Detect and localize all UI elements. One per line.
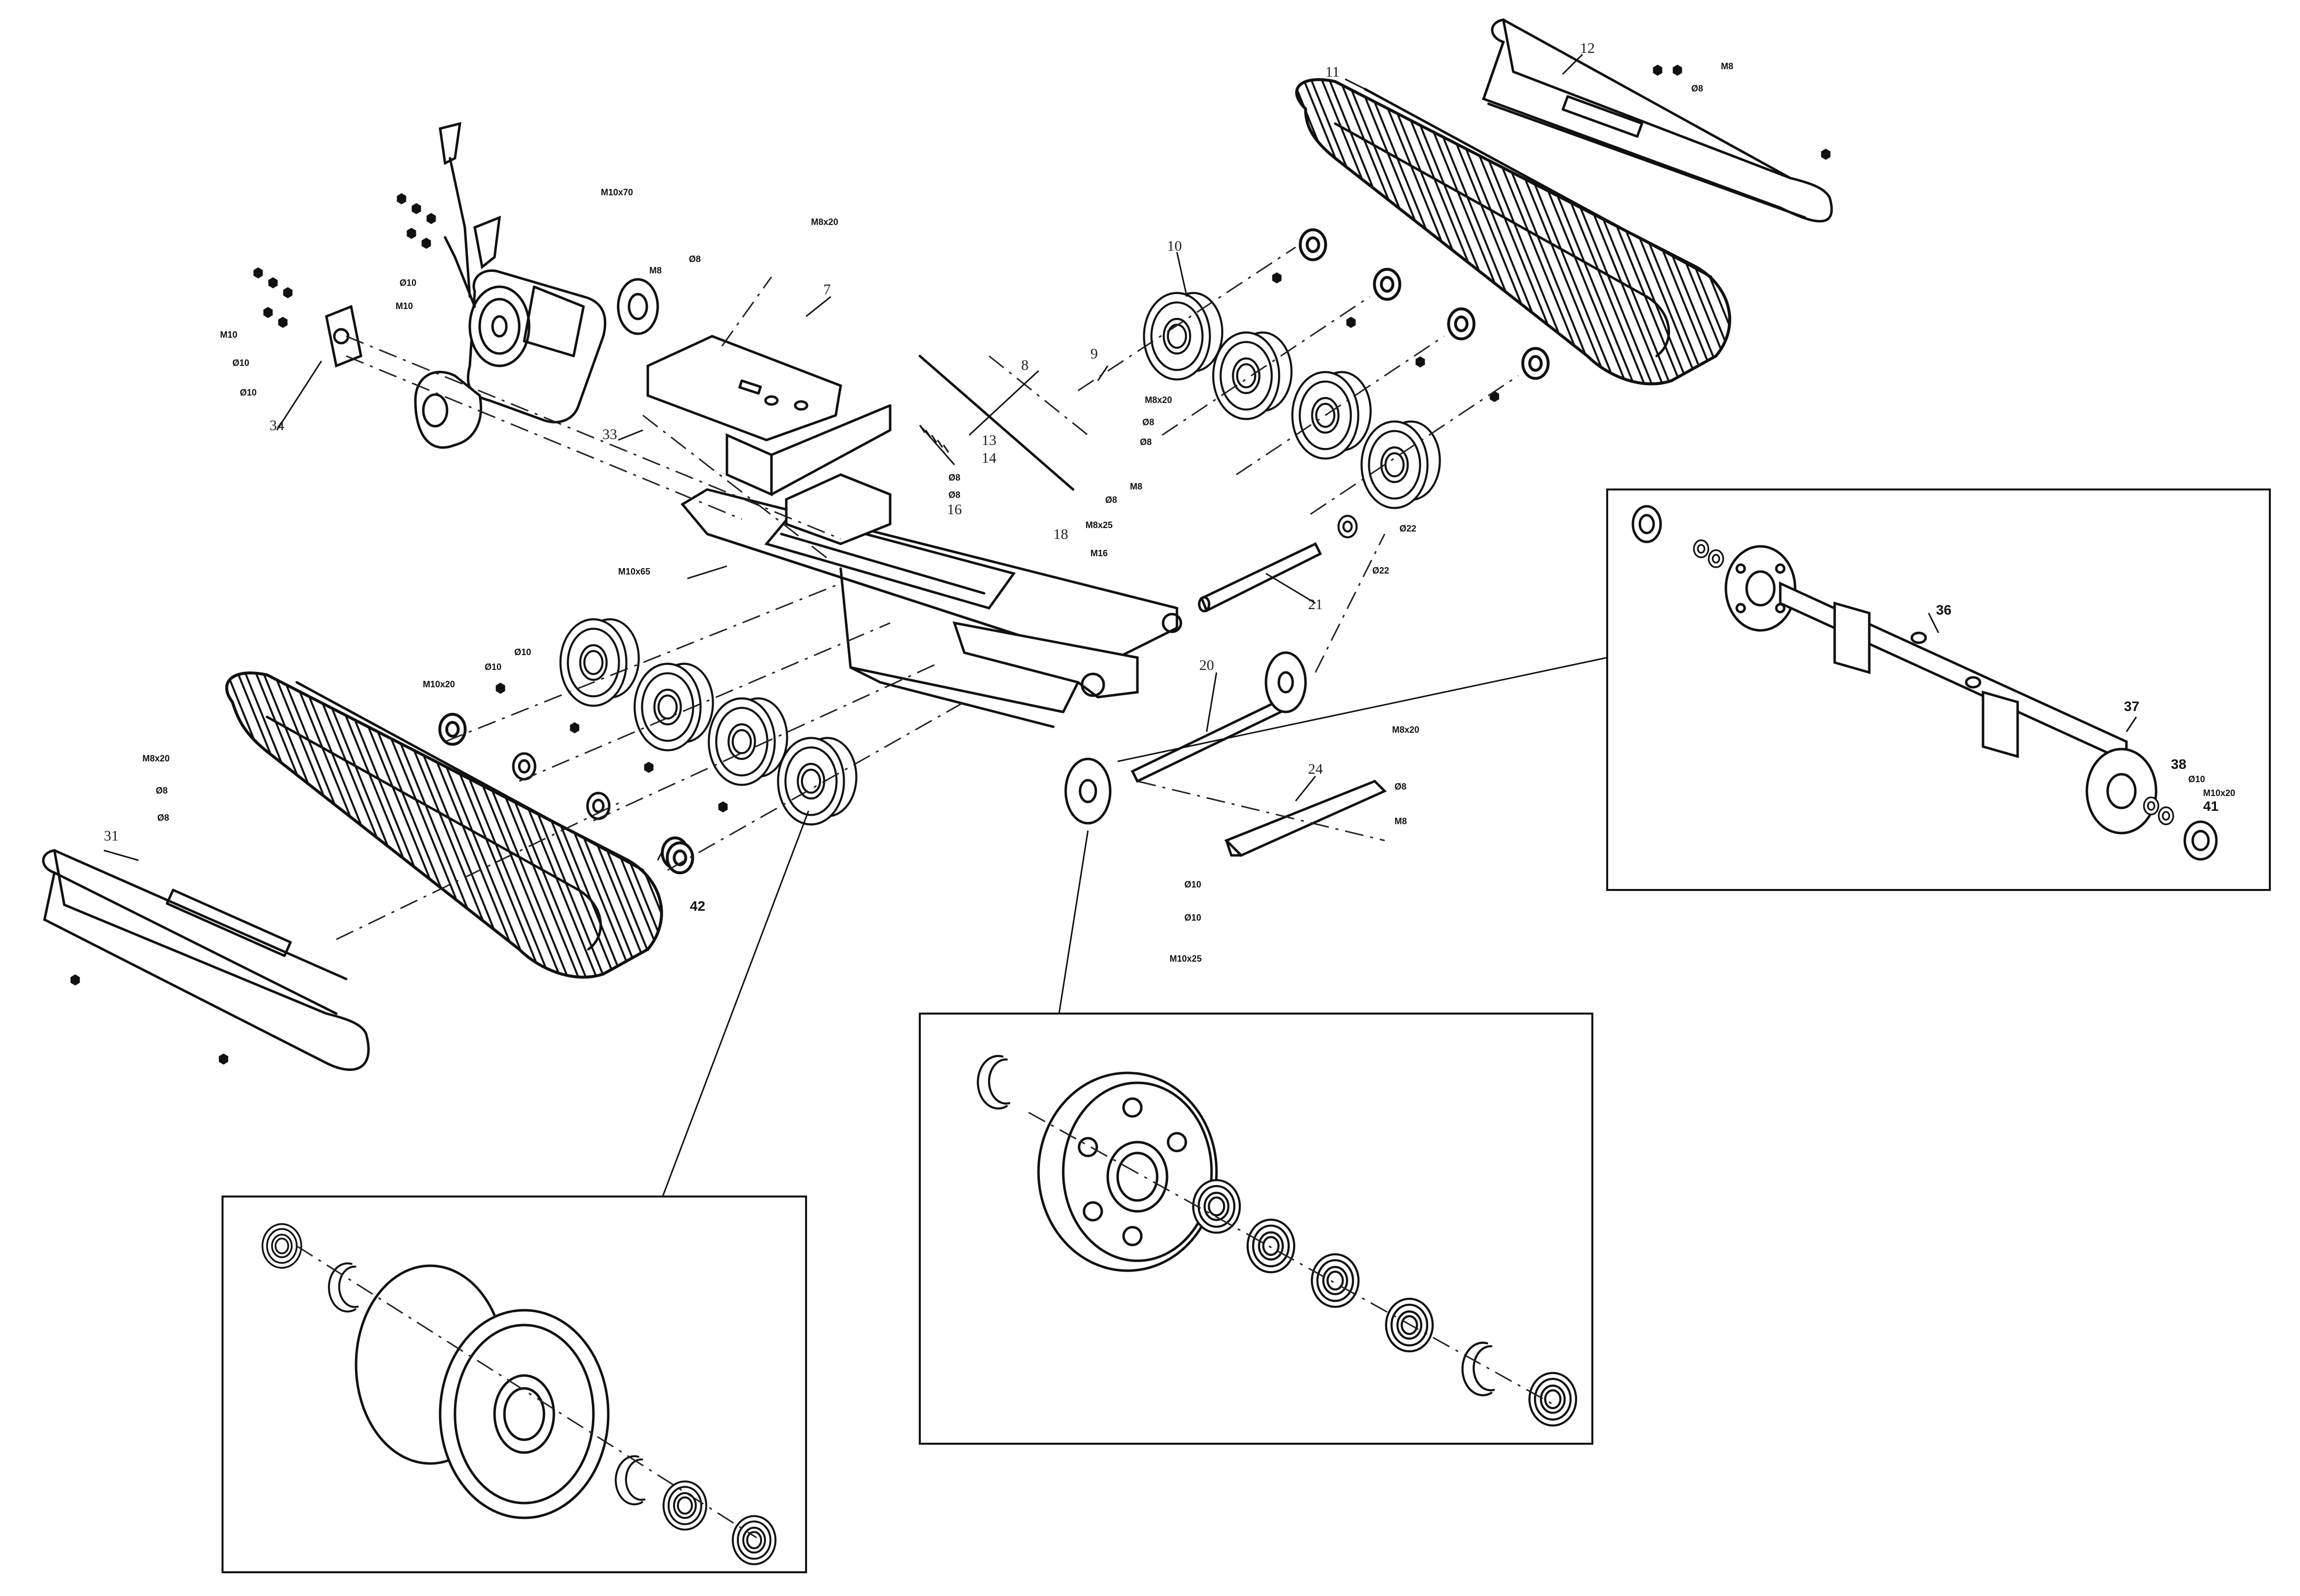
detail-roller-box bbox=[222, 1196, 807, 1573]
upper-rollers bbox=[1144, 293, 1440, 508]
left-track bbox=[225, 671, 663, 979]
label-m10-a: M10 bbox=[396, 301, 413, 311]
main-frame bbox=[680, 488, 1182, 728]
label-m16: M16 bbox=[1090, 548, 1108, 558]
label-o10-g: Ø10 bbox=[1184, 913, 1201, 923]
label-m8-top: M8 bbox=[1721, 61, 1733, 71]
label-o10-c: Ø10 bbox=[240, 388, 257, 398]
label-m10x20-a: M10x20 bbox=[423, 679, 455, 689]
label-m8x20-d: M8x20 bbox=[1392, 725, 1419, 735]
callout-11: 11 bbox=[1325, 64, 1340, 80]
callout-7: 7 bbox=[823, 281, 831, 298]
label-o8-f: Ø8 bbox=[948, 473, 960, 483]
callout-38: 38 bbox=[2171, 756, 2186, 772]
label-o8-e: Ø8 bbox=[1105, 495, 1117, 505]
label-o10-e: Ø10 bbox=[514, 647, 531, 657]
leader-lines bbox=[103, 53, 1608, 1197]
callout-16: 16 bbox=[947, 501, 962, 518]
callout-36: 36 bbox=[1936, 602, 1951, 618]
callout-10: 10 bbox=[1167, 238, 1182, 254]
detail-hub-box bbox=[919, 1013, 1593, 1445]
label-m10x70: M10x70 bbox=[601, 187, 633, 197]
label-m8-b: M8 bbox=[649, 266, 662, 275]
callout-labels: 7 8 9 10 11 12 13 14 16 18 20 21 24 31 3… bbox=[104, 40, 2218, 914]
callout-18: 18 bbox=[1053, 526, 1068, 542]
callout-37: 37 bbox=[2124, 699, 2139, 714]
callout-42: 42 bbox=[690, 898, 705, 914]
shaft-21 bbox=[1198, 542, 1322, 613]
label-o10-d: Ø10 bbox=[485, 662, 501, 672]
lower-rollers bbox=[560, 620, 856, 825]
callout-33: 33 bbox=[602, 426, 617, 443]
label-m8-c: M8 bbox=[1130, 482, 1142, 491]
label-o8-g: Ø8 bbox=[948, 490, 960, 500]
label-o22-a: Ø22 bbox=[1399, 524, 1416, 533]
label-o10-a: Ø10 bbox=[400, 278, 416, 288]
axle-20 bbox=[1064, 651, 1307, 825]
label-m10x20-b: M10x20 bbox=[2203, 788, 2235, 798]
detail-axle-box bbox=[1606, 488, 2271, 891]
callout-21: 21 bbox=[1308, 596, 1323, 613]
label-m8x20-b: M8x20 bbox=[1145, 395, 1172, 405]
callout-12: 12 bbox=[1580, 40, 1595, 56]
label-m10x65: M10x65 bbox=[618, 567, 650, 576]
label-o10-b: Ø10 bbox=[232, 358, 249, 368]
label-o10-f: Ø10 bbox=[1184, 880, 1201, 889]
label-o8-d: Ø8 bbox=[1140, 437, 1152, 447]
pillow-block bbox=[325, 305, 362, 368]
label-o8-b: Ø8 bbox=[689, 254, 701, 264]
callout-31: 31 bbox=[104, 828, 119, 844]
label-o8-top: Ø8 bbox=[1691, 84, 1703, 93]
centerlines bbox=[336, 246, 1519, 940]
callout-8: 8 bbox=[1021, 357, 1029, 373]
label-o8-c: Ø8 bbox=[1142, 417, 1154, 427]
callout-24: 24 bbox=[1308, 761, 1323, 777]
label-o8-h: Ø8 bbox=[156, 786, 168, 796]
label-m8x20-c: M8x20 bbox=[142, 754, 170, 763]
bracket-24 bbox=[1224, 780, 1387, 857]
label-o22-b: Ø22 bbox=[1372, 566, 1389, 576]
callout-41: 41 bbox=[2203, 798, 2218, 814]
label-m8x20-a: M8x20 bbox=[811, 217, 838, 227]
label-o10-h: Ø10 bbox=[2188, 774, 2205, 784]
label-m8x25: M8x25 bbox=[1085, 520, 1113, 530]
callout-34: 34 bbox=[270, 417, 284, 434]
right-track-guard bbox=[1482, 18, 1833, 222]
callout-14: 14 bbox=[982, 450, 996, 466]
springs bbox=[918, 355, 1075, 491]
label-m10x25: M10x25 bbox=[1170, 954, 1202, 964]
label-o8-j: Ø8 bbox=[1395, 782, 1406, 792]
callout-20: 20 bbox=[1199, 657, 1214, 673]
fastener-labels: M8 Ø8 M10x70 M8x20 M8 Ø8 Ø10 M10 M10 Ø10… bbox=[142, 61, 2235, 964]
callout-9: 9 bbox=[1090, 346, 1098, 362]
right-track bbox=[1295, 78, 1731, 386]
label-o8-i: Ø8 bbox=[157, 813, 169, 823]
left-track-guard bbox=[42, 849, 370, 1071]
label-m8-d: M8 bbox=[1395, 816, 1407, 826]
gearbox bbox=[414, 122, 659, 449]
label-m10-b: M10 bbox=[220, 330, 237, 340]
callout-13: 13 bbox=[982, 432, 996, 448]
